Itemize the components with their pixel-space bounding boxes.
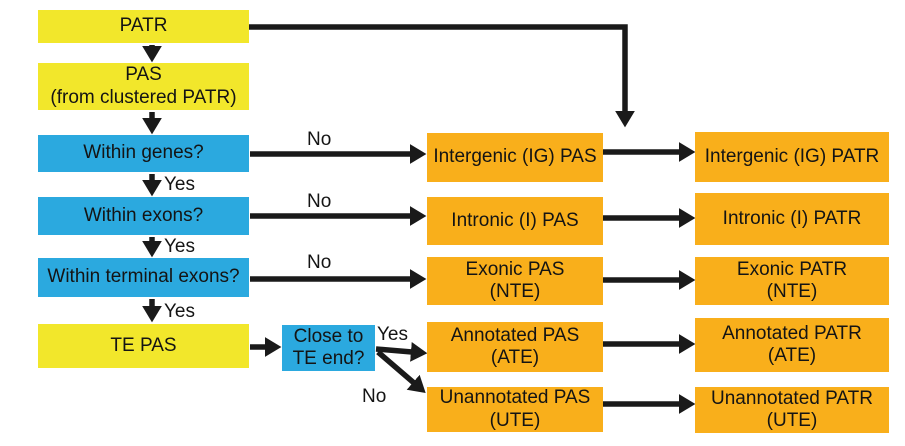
node-patr: PATR [38, 10, 249, 43]
edge-label-no-genes: No [307, 129, 332, 150]
node-intergenic-patr: Intergenic (IG) PATR [695, 132, 889, 182]
edge-label-no-exons: No [307, 191, 332, 212]
node-annotated-pas: Annotated PAS (ATE) [427, 322, 603, 372]
node-te-pas: TE PAS [38, 324, 249, 368]
arrow-close-yes-to-annotated [375, 342, 428, 362]
node-intergenic-pas: Intergenic (IG) PAS [427, 133, 603, 182]
node-unannotated-pas: Unannotated PAS (UTE) [427, 387, 603, 432]
node-within-terminal-exons: Within terminal exons? [38, 258, 249, 297]
node-pas: PAS (from clustered PATR) [38, 63, 249, 110]
node-unannotated-patr: Unannotated PATR (UTE) [695, 387, 889, 433]
edge-label-yes-genes: Yes [164, 174, 195, 195]
node-intronic-patr: Intronic (I) PATR [695, 193, 889, 245]
arrow-patr-to-intergenic-patr [248, 24, 635, 128]
node-exonic-patr: Exonic PATR (NTE) [695, 257, 889, 305]
node-intronic-pas: Intronic (I) PAS [427, 197, 603, 245]
edge-label-yes-te: Yes [377, 324, 408, 345]
node-within-exons: Within exons? [38, 197, 249, 235]
edge-label-no-terminal: No [307, 252, 332, 273]
node-annotated-patr: Annotated PATR (ATE) [695, 318, 889, 372]
node-close-to-te-end: Close to TE end? [282, 325, 375, 371]
edge-label-yes-terminal: Yes [164, 301, 195, 322]
node-within-genes: Within genes? [38, 135, 249, 172]
edge-label-yes-exons: Yes [164, 236, 195, 257]
edge-label-no-te: No [362, 386, 387, 407]
node-exonic-pas: Exonic PAS (NTE) [427, 257, 603, 305]
arrow-close-no-to-unannotated [376, 349, 426, 394]
